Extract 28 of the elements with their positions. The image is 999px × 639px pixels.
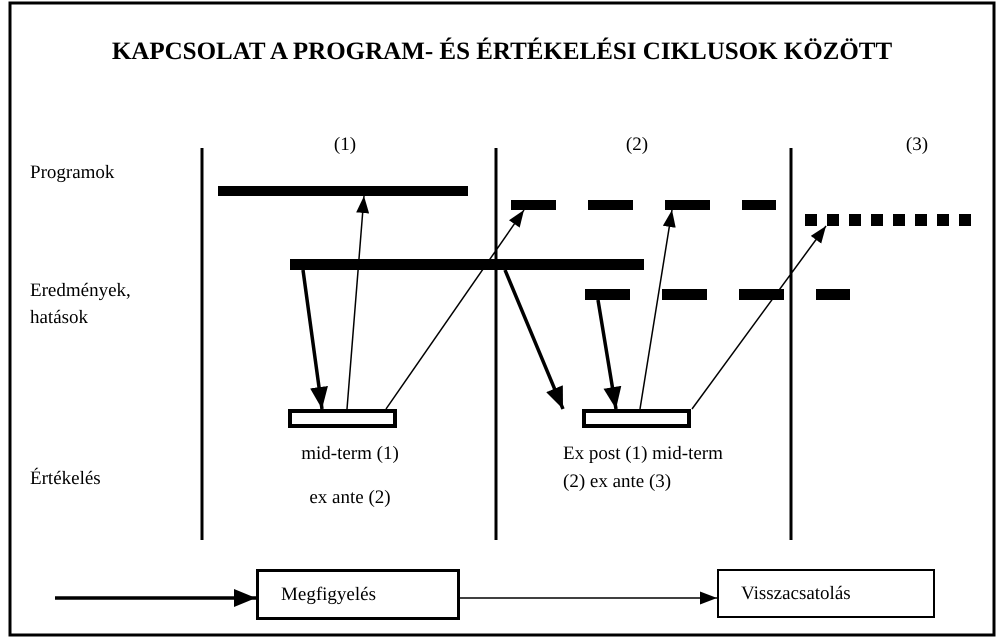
process-box: Visszacsatolás: [717, 569, 935, 618]
evaluation-label: mid-term (1): [300, 442, 400, 466]
column-number: (1): [332, 133, 358, 157]
arrow: [55, 589, 256, 607]
evaluation-label: ex ante (2): [308, 486, 392, 510]
arrow: [385, 210, 525, 410]
column-number: (2): [624, 133, 650, 157]
arrow: [503, 269, 565, 410]
result-bar: [290, 259, 644, 270]
evaluation-label: Ex post (1) mid-term (2) ex ante (3): [563, 442, 724, 494]
arrow: [346, 196, 370, 410]
evaluation-box: [582, 409, 691, 428]
process-box: Megfigyelés: [256, 569, 460, 620]
row-label: Értékelés: [30, 466, 101, 491]
column-number: (3): [904, 133, 930, 157]
evaluation-box: [288, 409, 397, 428]
dashed-result-bar: [585, 289, 850, 300]
arrow: [460, 592, 717, 604]
dotted-program-bar: [805, 214, 971, 226]
diagram-title: KAPCSOLAT A PROGRAM- ÉS ÉRTÉKELÉSI CIKLUSOK KÖZÖTT: [110, 36, 894, 67]
dashed-program-bar: [511, 200, 776, 210]
row-label: Eredmények, hatások: [30, 279, 132, 330]
program-bar: [218, 186, 468, 196]
row-label: Programok: [30, 161, 114, 185]
arrow: [639, 210, 676, 410]
arrow: [691, 226, 827, 410]
arrow: [596, 300, 622, 410]
arrow: [301, 270, 328, 410]
